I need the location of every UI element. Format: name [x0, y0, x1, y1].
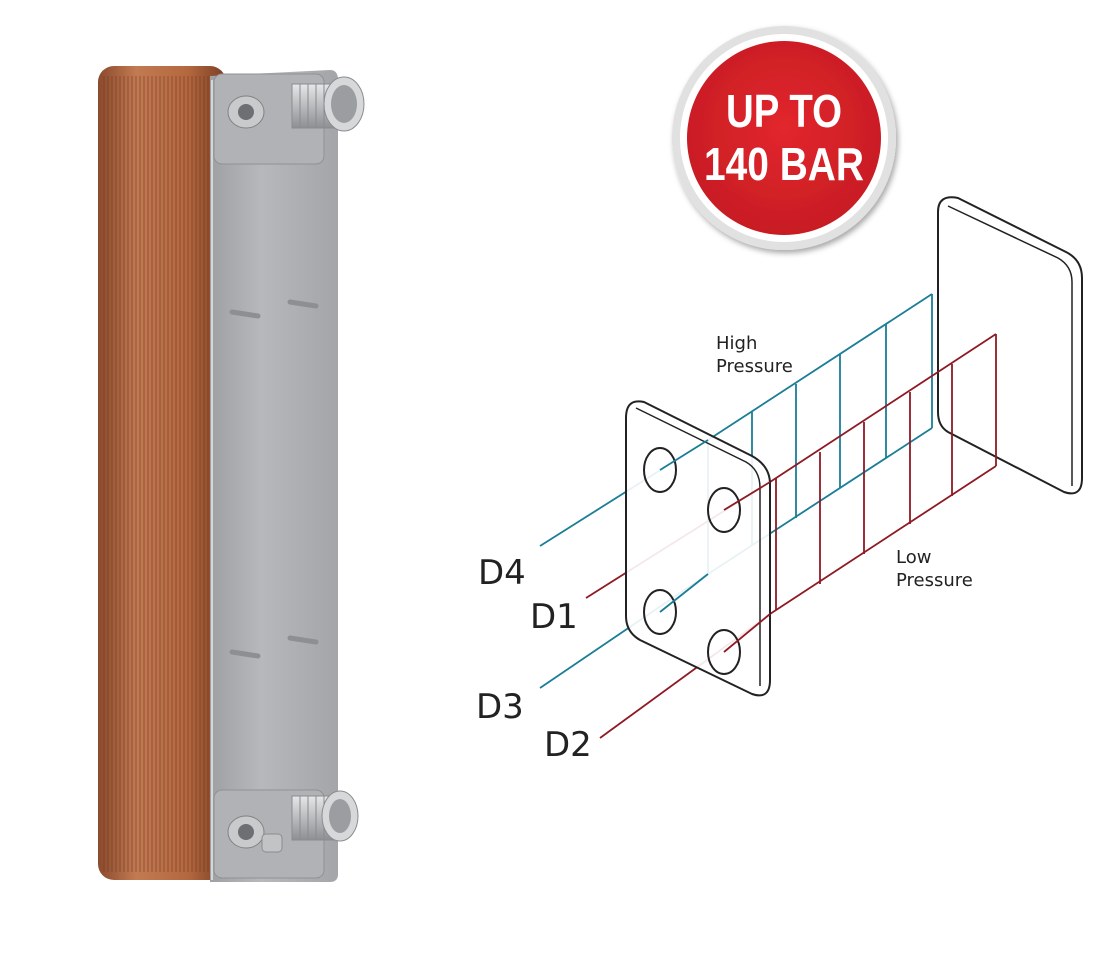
plate-schematic	[539, 196, 1083, 739]
front-plate-lp-stubs	[723, 481, 771, 653]
high-pressure-label-line1: High	[716, 333, 757, 354]
rivet-pins	[229, 299, 319, 659]
port-label-d3: D3	[476, 687, 524, 727]
pressure-badge	[672, 26, 896, 250]
copper-plate-stack	[98, 66, 226, 880]
top-threaded-connector	[291, 76, 365, 132]
badge-line1: UP TO	[726, 85, 842, 137]
back-plate	[937, 196, 1083, 495]
heat-exchanger-product	[98, 66, 365, 882]
top-small-port-hole	[238, 104, 254, 120]
badge-line2: 140 BAR	[704, 138, 864, 190]
front-plate	[625, 400, 771, 697]
low-pressure-label-line2: Pressure	[896, 570, 973, 591]
plate-fins	[103, 76, 209, 872]
bottom-small-port-hole	[238, 824, 254, 840]
bottom-threaded-connector	[291, 790, 359, 842]
front-plate-hp-stubs	[659, 439, 709, 613]
steel-cover-plate	[210, 70, 338, 882]
badge-disc	[687, 41, 881, 235]
low-pressure-label-line1: Low	[896, 547, 931, 568]
port-hole-d4	[643, 447, 677, 493]
back-plate-edge	[947, 205, 1073, 486]
port-label-d1: D1	[530, 597, 578, 637]
high-pressure-label-line2: Pressure	[716, 356, 793, 377]
bottom-pipe-stub	[261, 833, 283, 853]
port-label-d2: D2	[544, 725, 592, 765]
port-hole-d1	[707, 487, 741, 533]
port-label-d4: D4	[478, 553, 526, 593]
port-hole-d3	[643, 589, 677, 635]
port-hole-d2	[707, 629, 741, 675]
